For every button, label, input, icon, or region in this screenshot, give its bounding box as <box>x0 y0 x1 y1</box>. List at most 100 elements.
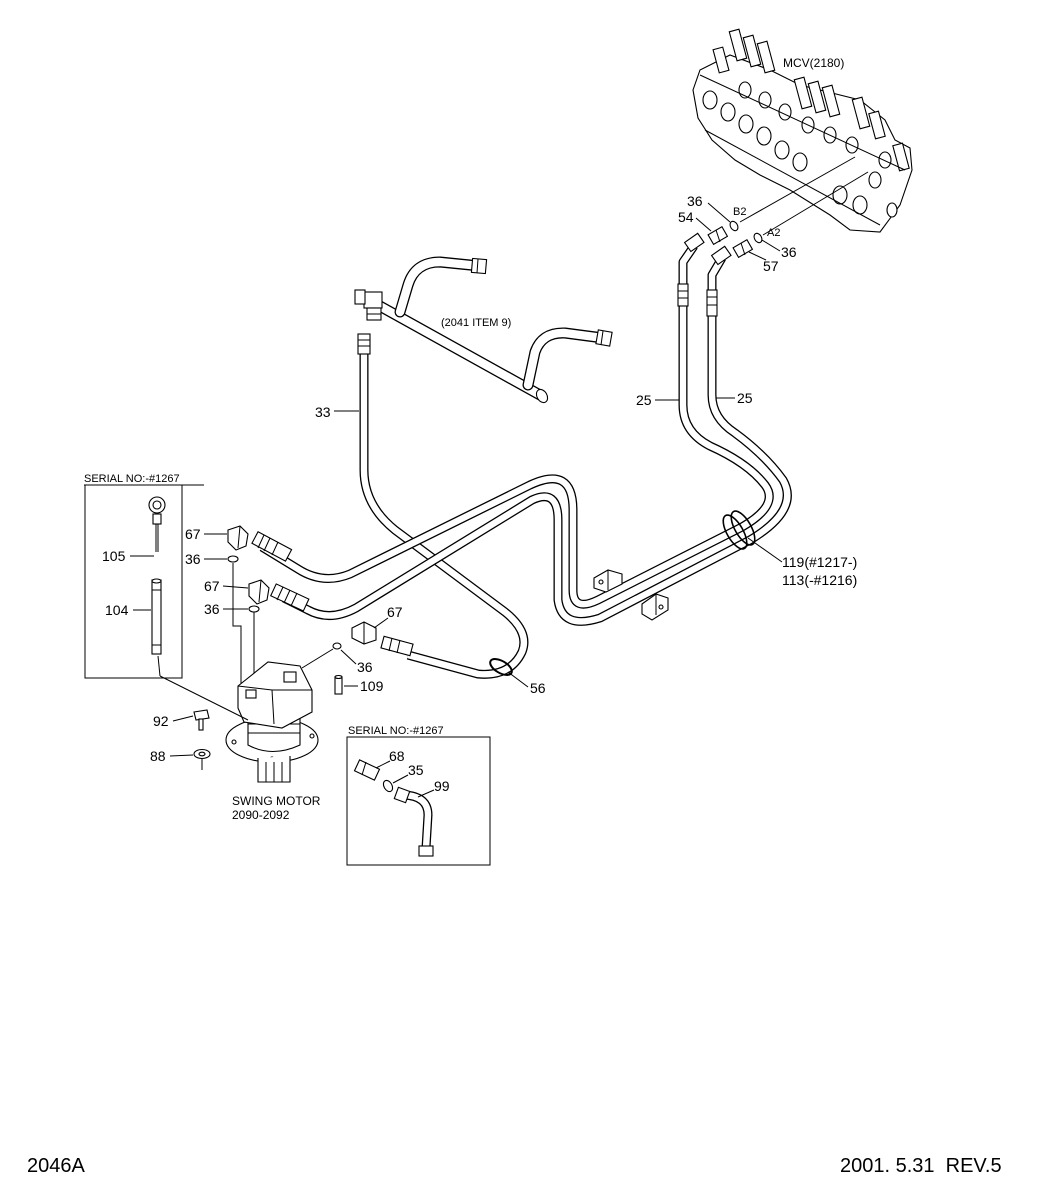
drawing-number: 2046A <box>27 1155 85 1177</box>
hose-end-fitting <box>393 786 411 804</box>
serial-box-left: SERIAL NO:-#1267 105 104 <box>84 473 204 679</box>
oring-b2-number: 36 <box>687 193 703 209</box>
clamp-ring <box>722 514 748 550</box>
adapter-57 <box>732 239 754 259</box>
washer-hole <box>198 751 206 757</box>
mcv-port <box>878 151 892 169</box>
swing-motor-name: SWING MOTOR <box>232 794 321 808</box>
mcv-spool <box>868 110 886 140</box>
hose-end-ridge <box>263 537 271 552</box>
mcv-port <box>868 171 882 189</box>
leader-line <box>695 217 712 232</box>
fitting-hex-line <box>361 761 367 776</box>
oring-35 <box>382 779 394 793</box>
mcv-spool <box>821 84 841 118</box>
valve-block-port <box>283 671 297 683</box>
pipe-branch-fitting <box>470 257 488 275</box>
fitting-68 <box>353 759 381 781</box>
hose-bracket <box>641 593 669 621</box>
hose-end-fitting-lower <box>269 583 310 612</box>
fitting-68-number: 68 <box>389 748 405 764</box>
hose-99-number: 99 <box>434 778 450 794</box>
pin-109 <box>334 674 343 695</box>
elbow-67-upper-number: 67 <box>185 526 201 542</box>
hose-end-fitting <box>418 845 434 857</box>
tube-install-guide-line <box>159 675 249 721</box>
mcv-port <box>756 126 772 146</box>
hose-outline <box>359 352 529 679</box>
oring-36-upper <box>227 555 239 563</box>
pin-109-number: 109 <box>360 678 384 694</box>
elbow-ridge <box>237 525 241 549</box>
leader-line <box>747 537 783 563</box>
bolt-92-number: 92 <box>153 713 169 729</box>
leader-line <box>392 774 409 784</box>
hose-end-ridge <box>396 639 401 654</box>
mcv-body-edge <box>704 129 881 226</box>
elbow-67-upper <box>227 525 249 551</box>
oring-35-number: 35 <box>408 762 424 778</box>
mcv-spool <box>807 80 827 114</box>
clamp-56 <box>489 658 513 676</box>
serial-box-left-title: SERIAL NO:-#1267 <box>84 473 180 485</box>
elbow-67-middle-number: 67 <box>204 578 220 594</box>
hose-end-ridge <box>290 592 298 607</box>
serial-box-right: SERIAL NO:-#1267 68 35 99 <box>346 725 491 866</box>
mcv-body-edge <box>699 74 906 171</box>
dipstick-105-number: 105 <box>102 548 126 564</box>
dipstick-tube-104 <box>151 578 162 655</box>
tube-body <box>151 579 162 655</box>
hose-crimp <box>677 283 689 307</box>
mcv-spools <box>712 28 910 172</box>
washer-88-number: 88 <box>150 748 166 764</box>
oring-a2-number: 36 <box>781 244 797 260</box>
pipe-branch-fitting <box>595 329 613 347</box>
port-b2-guide-line <box>739 156 856 223</box>
mcv-spool <box>728 28 748 62</box>
swing-motor <box>225 661 319 783</box>
pin-top <box>334 674 343 680</box>
pipe-branch-fill <box>395 257 485 317</box>
elbow-ridge <box>258 579 262 603</box>
dipstick-105 <box>148 496 166 552</box>
pipe-reference-label: (2041 ITEM 9) <box>441 317 511 329</box>
mcv-port <box>774 140 790 160</box>
hose-end-ridge <box>276 586 284 601</box>
hose-end-body <box>269 583 310 612</box>
hose-end-ridge <box>283 589 291 604</box>
mcv-port <box>720 102 736 122</box>
elbow-nut <box>354 289 366 305</box>
clamp-ring <box>730 510 756 546</box>
clamp-56-number: 56 <box>530 680 546 696</box>
port-guide-line <box>232 563 242 690</box>
hose-end-fitting <box>710 245 732 266</box>
bolt-92 <box>193 709 210 731</box>
pipe-fill <box>373 300 545 400</box>
pipe-end-cap <box>535 388 549 404</box>
hose-25-left-number: 25 <box>636 392 652 408</box>
leader-line <box>222 585 249 589</box>
clamp-113-number: 113(-#1216) <box>782 572 857 588</box>
hose-end-fitting <box>357 333 371 355</box>
leader-line <box>340 649 357 665</box>
elbow-67-lower <box>351 621 377 645</box>
oring-36-lower <box>332 642 342 650</box>
hose-33-number: 33 <box>315 404 331 420</box>
mcv-spool <box>756 40 776 74</box>
swivel-pipe-assembly <box>354 256 613 404</box>
hose-25-left <box>259 243 774 609</box>
leader-line <box>417 789 435 798</box>
oring-a2 <box>753 232 763 244</box>
hose-end-fitting <box>683 232 705 253</box>
valve-block-edge <box>271 689 275 725</box>
dipstick-ring-inner <box>152 500 162 510</box>
serial-box-frame <box>84 484 183 679</box>
oring-36-middle-number: 36 <box>204 601 220 617</box>
mcv-port <box>702 90 718 110</box>
mcv-port <box>886 202 898 218</box>
mcv-spool <box>851 96 871 130</box>
valve-block-port <box>245 689 257 699</box>
adapter-57-number: 57 <box>763 258 779 274</box>
mcv-port <box>738 114 754 134</box>
